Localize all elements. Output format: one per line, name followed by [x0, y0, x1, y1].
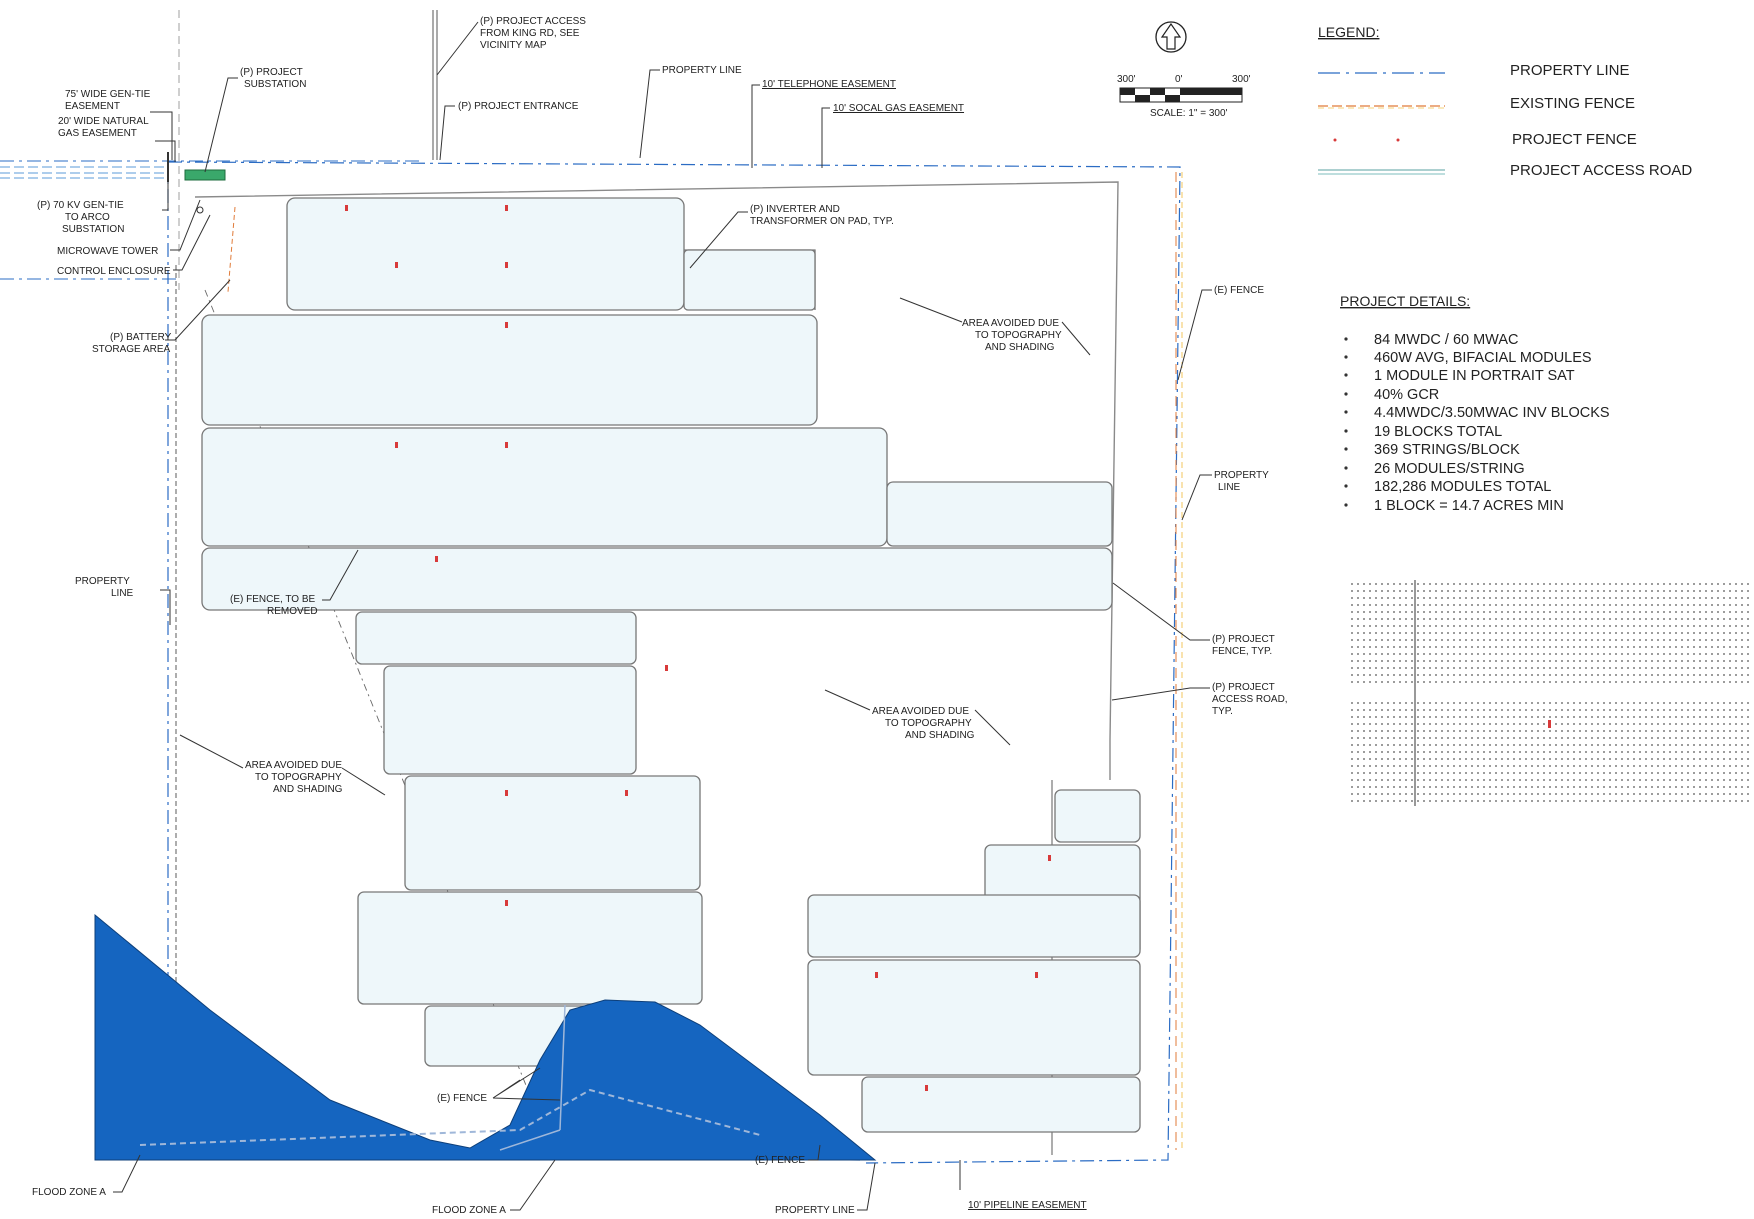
- annotations: 75' WIDE GEN-TIE EASEMENT 20' WIDE NATUR…: [32, 16, 1288, 1216]
- label-property-line-left: PROPERTY: [75, 576, 130, 587]
- label-avoided-top-2: TO TOPOGRAPHY: [975, 330, 1062, 341]
- label-inverter: (P) INVERTER AND: [750, 204, 840, 215]
- label-substation-2: SUBSTATION: [244, 79, 306, 90]
- label-avoided-mid: AREA AVOIDED DUE: [872, 706, 969, 717]
- label-battery-2: STORAGE AREA: [92, 344, 171, 355]
- label-access-3: VICINITY MAP: [480, 40, 547, 51]
- scale-left: 300': [1117, 74, 1136, 85]
- label-inverter-2: TRANSFORMER ON PAD, TYP.: [750, 216, 894, 227]
- label-access: (P) PROJECT ACCESS: [480, 16, 586, 27]
- label-avoided-top: AREA AVOIDED DUE: [962, 318, 1059, 329]
- label-efence-right: (E) FENCE: [1214, 285, 1264, 296]
- label-access-road: (P) PROJECT: [1212, 682, 1275, 693]
- label-property-line-right: PROPERTY: [1214, 470, 1269, 481]
- existing-fence: [204, 172, 1183, 1150]
- label-property-line-bottom: PROPERTY LINE: [775, 1205, 855, 1216]
- label-flood-a-mid: FLOOD ZONE A: [432, 1205, 506, 1216]
- scale-bar: 300' 0' 300' SCALE: 1" = 300': [1117, 74, 1251, 119]
- detail-item: 4.4MWDC/3.50MWAC INV BLOCKS: [1374, 405, 1610, 421]
- legend-item-property-line: PROPERTY LINE: [1510, 62, 1630, 79]
- legend-item-existing-fence: EXISTING FENCE: [1510, 95, 1635, 112]
- label-control: CONTROL ENCLOSURE: [57, 266, 171, 277]
- scale-right: 300': [1232, 74, 1251, 85]
- detail-item: 1 BLOCK = 14.7 ACRES MIN: [1374, 498, 1564, 514]
- label-avoided-mid-2: TO TOPOGRAPHY: [885, 718, 972, 729]
- label-entrance: (P) PROJECT ENTRANCE: [458, 101, 579, 112]
- label-microwave: MICROWAVE TOWER: [57, 246, 158, 257]
- solar-array: [201, 197, 1141, 1133]
- detail-item: 460W AVG, BIFACIAL MODULES: [1374, 350, 1592, 366]
- label-gen-tie-easement-2: EASEMENT: [65, 101, 120, 112]
- label-gen-tie: (P) 70 KV GEN-TIE: [37, 200, 124, 211]
- label-gas-easement-2: GAS EASEMENT: [58, 128, 137, 139]
- detail-item: 182,286 MODULES TOTAL: [1374, 479, 1551, 495]
- label-battery: (P) BATTERY: [110, 332, 172, 343]
- detail-item: 84 MWDC / 60 MWAC: [1374, 332, 1518, 348]
- leader-lines: [113, 21, 1212, 1211]
- label-efence-removed-2: REMOVED: [267, 606, 318, 617]
- scale-text: SCALE: 1" = 300': [1150, 108, 1228, 119]
- legend-title: LEGEND:: [1318, 24, 1379, 40]
- label-property-line-top: PROPERTY LINE: [662, 65, 742, 76]
- label-flood-a-left: FLOOD ZONE A: [32, 1187, 106, 1198]
- label-avoided-mid-3: AND SHADING: [905, 730, 975, 741]
- label-socal: 10' SOCAL GAS EASEMENT: [833, 103, 964, 114]
- label-gen-tie-2: TO ARCO: [65, 212, 110, 223]
- inverter-pads: [345, 205, 1051, 1091]
- label-project-fence-2: FENCE, TYP.: [1212, 646, 1272, 657]
- project-details-title: PROJECT DETAILS:: [1340, 293, 1470, 309]
- label-avoided-top-3: AND SHADING: [985, 342, 1055, 353]
- project-details: PROJECT DETAILS: 84 MWDC / 60 MWAC 460W …: [1340, 293, 1610, 514]
- label-project-fence: (P) PROJECT: [1212, 634, 1275, 645]
- label-gen-tie-easement: 75' WIDE GEN-TIE: [65, 89, 151, 100]
- legend-item-project-access-road: PROJECT ACCESS ROAD: [1510, 162, 1692, 179]
- label-access-road-2: ACCESS ROAD,: [1212, 694, 1288, 705]
- detail-item: 26 MODULES/STRING: [1374, 461, 1525, 477]
- label-avoided-left: AREA AVOIDED DUE: [245, 760, 342, 771]
- detail-item: 19 BLOCKS TOTAL: [1374, 424, 1502, 440]
- scale-mid: 0': [1175, 74, 1183, 85]
- label-pipeline: 10' PIPELINE EASEMENT: [968, 1200, 1087, 1211]
- block-detail: [1348, 580, 1750, 806]
- label-avoided-left-3: AND SHADING: [273, 784, 343, 795]
- label-access-2: FROM KING RD, SEE: [480, 28, 580, 39]
- detail-item: 40% GCR: [1374, 387, 1439, 403]
- label-avoided-left-2: TO TOPOGRAPHY: [255, 772, 342, 783]
- label-access-road-3: TYP.: [1212, 706, 1233, 717]
- legend: LEGEND: PROPERTY LINE EXISTING FENCE PRO…: [1318, 24, 1692, 179]
- label-gen-tie-3: SUBSTATION: [62, 224, 124, 235]
- label-efence-removed: (E) FENCE, TO BE: [230, 594, 316, 605]
- label-substation: (P) PROJECT: [240, 67, 303, 78]
- detail-item: 1 MODULE IN PORTRAIT SAT: [1374, 368, 1575, 384]
- label-gas-easement: 20' WIDE NATURAL: [58, 116, 149, 127]
- label-telephone: 10' TELEPHONE EASEMENT: [762, 79, 896, 90]
- flood-zone-a: [94, 913, 877, 1161]
- label-efence-bottom2: (E) FENCE: [755, 1155, 805, 1166]
- label-efence-bottom: (E) FENCE: [437, 1093, 487, 1104]
- detail-item: 369 STRINGS/BLOCK: [1374, 442, 1520, 458]
- label-property-line-left-2: LINE: [111, 588, 134, 599]
- label-property-line-right-2: LINE: [1218, 482, 1241, 493]
- north-arrow-icon: [1155, 21, 1187, 53]
- legend-item-project-fence: PROJECT FENCE: [1512, 131, 1637, 148]
